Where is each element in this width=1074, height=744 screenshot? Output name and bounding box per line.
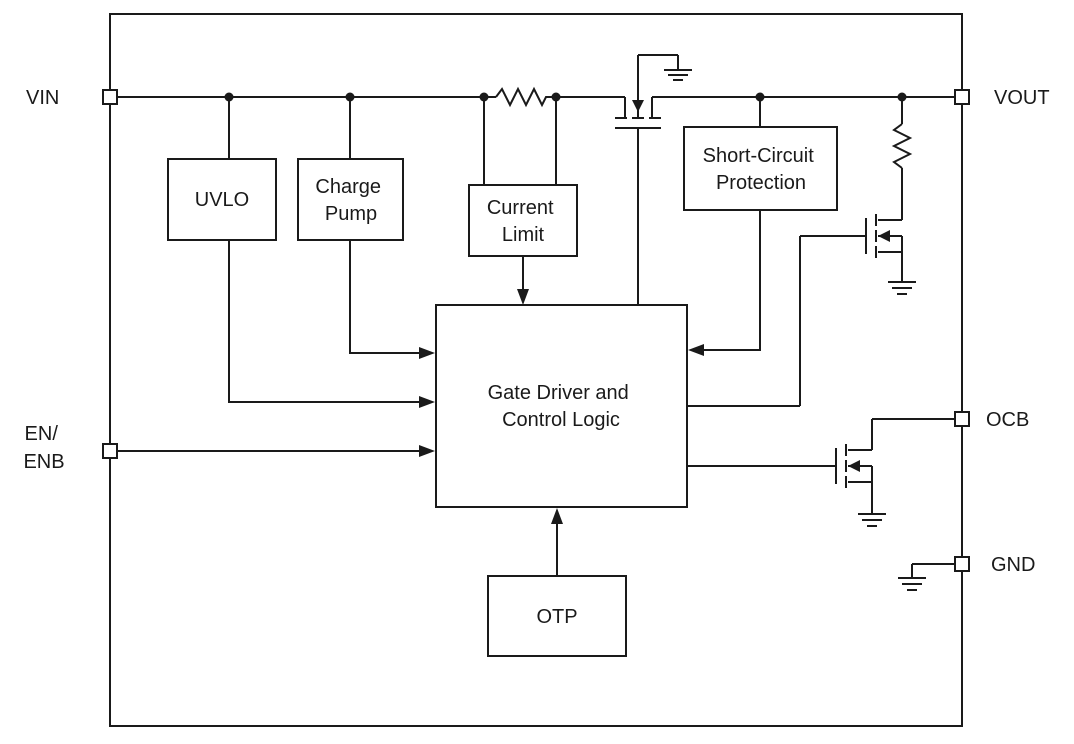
otp-block	[487, 575, 627, 657]
ocb-pin	[954, 411, 970, 427]
cp-signal-wire	[349, 240, 420, 354]
en-label: EN/ ENB	[23, 423, 64, 473]
gate-driver-label-line2: Control Logic	[502, 409, 620, 431]
arrow-head	[419, 445, 435, 457]
sense-resistor	[495, 86, 556, 108]
arrow-head	[419, 396, 435, 408]
vout-label: VOUT	[994, 87, 1050, 109]
short-circuit-label-line1: Short-Circuit	[703, 145, 815, 167]
short-circuit-label-line2: Protection	[716, 172, 806, 194]
arrow-head	[688, 344, 704, 356]
ocb-label: OCB	[986, 409, 1029, 431]
vin-pin	[102, 89, 118, 105]
ic-outline	[109, 13, 963, 727]
uvlo-label: UVLO	[195, 189, 249, 211]
uvlo-block	[167, 158, 277, 241]
gate-driver-block	[435, 304, 688, 508]
arrow-head	[517, 289, 529, 305]
short-circuit-block	[683, 126, 838, 211]
en-label-line2: ENB	[23, 451, 64, 473]
arrow-head	[419, 347, 435, 359]
ocb-mosfet	[687, 418, 954, 527]
current-limit-label-line2: Limit	[502, 224, 545, 246]
gnd-label: GND	[991, 554, 1035, 576]
vout-pin	[954, 89, 970, 105]
gnd-symbol	[898, 563, 954, 591]
discharge-path	[687, 97, 916, 407]
arrow-head	[551, 508, 563, 524]
vin-label: VIN	[26, 87, 59, 109]
en-pin	[102, 443, 118, 459]
scp-signal-wire	[703, 210, 761, 351]
en-label-line1: EN/	[25, 423, 59, 445]
charge-pump-label-line2: Pump	[325, 203, 377, 225]
current-limit-label-line1: Current	[487, 197, 554, 219]
charge-pump-label: Charge Pump	[315, 176, 386, 225]
gate-driver-label-line1: Gate Driver and	[488, 382, 629, 404]
current-limit-block	[468, 184, 578, 257]
charge-pump-block	[297, 158, 404, 241]
otp-label: OTP	[536, 606, 577, 628]
pass-mosfet	[615, 54, 692, 305]
current-limit-label: Current Limit	[487, 197, 559, 246]
gnd-pin	[954, 556, 970, 572]
gate-driver-label: Gate Driver and Control Logic	[488, 382, 635, 431]
charge-pump-label-line1: Charge	[315, 176, 381, 198]
short-circuit-label: Short-Circuit Protection	[703, 145, 820, 194]
uvlo-signal-wire	[228, 240, 420, 403]
